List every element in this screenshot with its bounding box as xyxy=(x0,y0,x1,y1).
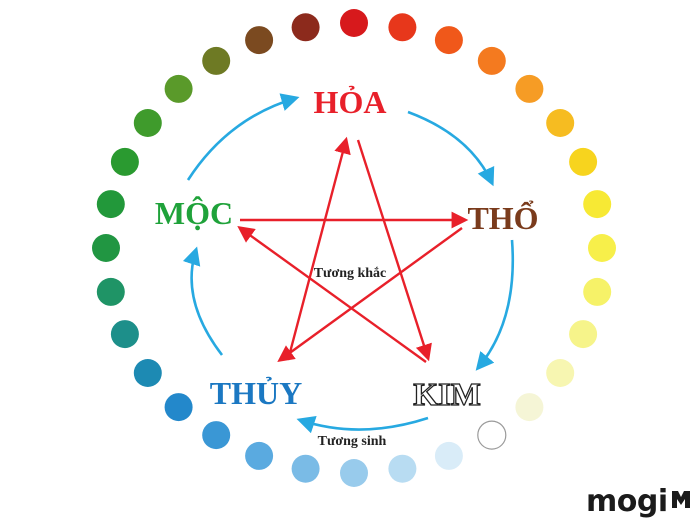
color-dot xyxy=(110,147,139,176)
color-dot xyxy=(477,46,506,75)
color-dot xyxy=(434,26,463,55)
controlling-cycle xyxy=(237,136,469,363)
color-dot xyxy=(340,459,368,487)
color-dot xyxy=(96,190,125,219)
color-dot xyxy=(546,109,575,137)
color-dot xyxy=(434,441,463,470)
color-dot xyxy=(477,420,507,450)
line-tho-to-thuy xyxy=(277,227,463,362)
arc-kim-to-thuy xyxy=(296,415,429,434)
color-dot xyxy=(96,277,125,306)
line-thuy-to-hoa xyxy=(286,136,351,361)
caption-controlling: Tương khắc xyxy=(314,266,387,281)
color-dot xyxy=(202,46,231,75)
arc-thuy-to-moc xyxy=(182,246,224,356)
arc-tho-to-kim xyxy=(475,239,515,371)
logo-wordmark: mogi xyxy=(586,484,668,519)
color-dot xyxy=(583,190,612,219)
color-dot xyxy=(388,13,417,42)
line-kim-to-moc xyxy=(237,226,427,363)
color-dot xyxy=(546,359,575,387)
label-hoa: HỎA xyxy=(314,84,387,120)
logo-m-icon xyxy=(671,491,690,508)
color-dot xyxy=(164,393,193,422)
color-dot xyxy=(245,26,274,55)
color-dot xyxy=(92,234,120,262)
color-dot xyxy=(291,13,320,42)
color-dot xyxy=(569,147,598,176)
arc-moc-to-hoa xyxy=(186,93,300,181)
color-dot xyxy=(291,454,320,483)
color-dot xyxy=(569,320,598,349)
color-dot xyxy=(245,441,274,470)
color-dot xyxy=(515,74,544,103)
color-dot xyxy=(340,9,368,37)
generating-cycle xyxy=(182,93,515,434)
color-dot xyxy=(202,421,231,450)
color-dot xyxy=(515,393,544,422)
color-dot xyxy=(133,109,162,137)
color-dot xyxy=(110,320,139,349)
color-wheel xyxy=(92,9,616,487)
color-dot xyxy=(388,454,417,483)
label-moc: MỘC xyxy=(155,195,233,231)
label-kim: KIM xyxy=(413,376,481,412)
color-dot xyxy=(588,234,616,262)
arc-hoa-to-tho xyxy=(407,110,495,187)
color-dot xyxy=(133,359,162,387)
label-thuy: THỦY xyxy=(210,375,302,411)
color-dot xyxy=(583,277,612,306)
line-hoa-to-kim xyxy=(356,139,432,362)
mogi-logo: mogi xyxy=(586,484,692,520)
label-tho: THỔ xyxy=(467,200,538,236)
caption-generating: Tương sinh xyxy=(318,434,387,449)
color-dot xyxy=(164,74,193,103)
